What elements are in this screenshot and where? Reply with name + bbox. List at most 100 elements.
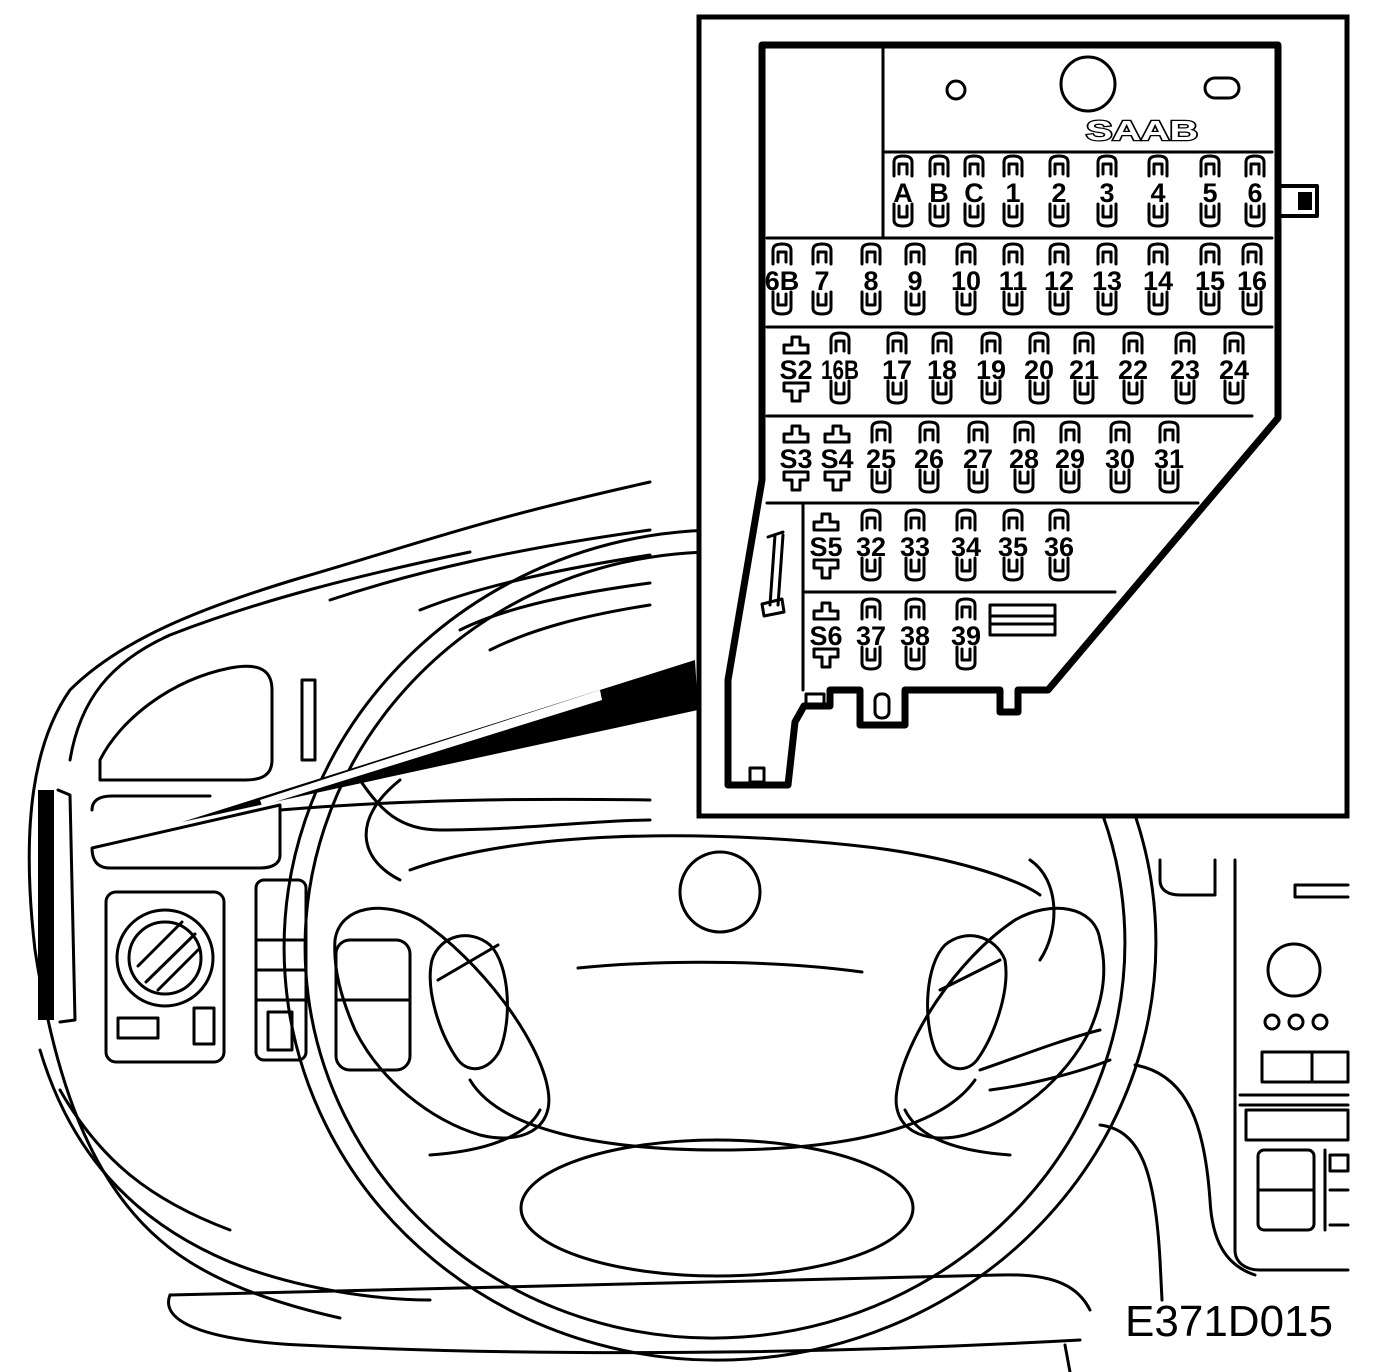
fuse-slot: 37 [856,597,886,671]
fuse-slot: 11 [999,242,1028,316]
fuse-label: 21 [1069,355,1099,385]
fuse-label: 37 [856,621,886,651]
figure-reference: E371D015 [1125,1297,1333,1346]
fuse-label: 22 [1118,355,1148,385]
fuse-label: B [929,178,949,208]
fuse-box: SAAB [724,41,1319,789]
fuse-label: 6 [1247,178,1262,208]
fuse-slot: 18 [927,331,957,405]
fuse-slot: 26 [914,420,944,494]
fuse-slot: B [928,154,950,228]
fuse-label: 39 [951,621,981,651]
fuse-label: 29 [1055,444,1085,474]
fuse-slot: 15 [1195,242,1225,316]
fuse-slot: 31 [1154,420,1184,494]
fuse-label: 34 [951,532,981,562]
fuse-label: 14 [1143,266,1173,296]
fuse-label: A [893,178,913,208]
fuse-slot: 27 [963,420,993,494]
fuse-slot: 13 [1092,242,1122,316]
fuse-label: 3 [1099,178,1114,208]
fuse-label: 27 [963,444,993,474]
fuse-slot: 34 [951,508,981,582]
fuse-slot: 2 [1048,154,1070,228]
fuse-label: 20 [1024,355,1054,385]
fuse-slot: 6B [765,242,800,316]
fuse-slot: 36 [1044,508,1074,582]
breaker-label: S3 [779,444,812,474]
fuse-slot: 19 [976,331,1006,405]
fuse-slot: 7 [811,242,833,316]
fuse-slot: 21 [1069,331,1099,405]
fuse-label: 32 [856,532,886,562]
fuse-label: 19 [976,355,1006,385]
fuse-label: 9 [907,266,922,296]
fuse-label: 15 [1195,266,1225,296]
fuse-slot: 39 [951,597,981,671]
fuse-label: 16B [821,355,859,385]
fuse-label: 38 [900,621,930,651]
fuse-slot: 3 [1096,154,1118,228]
callout-pointer [182,660,698,822]
fuse-slot: 30 [1105,420,1135,494]
fuse-slot: 33 [900,508,930,582]
fuse-slot: 32 [856,508,886,582]
breaker-label: S6 [809,621,842,651]
fuse-label: 30 [1105,444,1135,474]
fuse-slot: 23 [1170,331,1200,405]
circuit-breaker: S3 [779,424,813,492]
fuse-label: 23 [1170,355,1200,385]
fuse-slot: 38 [900,597,930,671]
fuse-label: 17 [882,355,912,385]
fuse-label: 31 [1154,444,1184,474]
breaker-label: S5 [809,532,842,562]
fuse-slot: 16 [1237,242,1267,316]
fuse-label: 2 [1051,178,1066,208]
dashboard-drawing [27,480,1350,1372]
fuse-slot: 4 [1147,154,1169,228]
fuse-label: 16 [1237,266,1267,296]
fuse-slot: 16B [821,331,859,405]
fuse-slot: 14 [1143,242,1173,316]
fuse-label: 13 [1092,266,1122,296]
fuse-label: 28 [1009,444,1039,474]
fuse-slot: 5 [1199,154,1221,228]
breaker-label: S2 [779,355,812,385]
fuse-slot: C [963,154,985,228]
fuse-slot: 6 [1244,154,1266,228]
fuse-label: 33 [900,532,930,562]
fuse-label: 10 [951,266,981,296]
fuse-slot: 9 [904,242,926,316]
fuse-label: 5 [1202,178,1217,208]
fuse-label: 35 [998,532,1028,562]
fuse-label: 6B [765,266,800,296]
fuse-slot: 1 [1002,154,1024,228]
circuit-breaker: S2 [779,335,813,403]
breaker-label: S4 [820,444,853,474]
circuit-breaker: S4 [820,424,854,492]
circuit-breaker: S6 [809,601,843,669]
fuse-label: 11 [999,266,1028,296]
fuse-slot: 8 [860,242,882,316]
fuse-slot: 29 [1055,420,1085,494]
fuse-slot: A [892,154,914,228]
fuse-slot: 20 [1024,331,1054,405]
circuit-breaker: S5 [809,512,843,580]
fuse-slot: 24 [1219,331,1249,405]
fuse-label: 4 [1150,178,1165,208]
fuse-slot: 10 [951,242,981,316]
fuse-label: C [964,178,984,208]
fuse-slot: 22 [1118,331,1148,405]
fuse-label: 12 [1044,266,1074,296]
fuse-slot: 25 [866,420,896,494]
fuse-label: 24 [1219,355,1249,385]
fuse-slot: 17 [882,331,912,405]
fuse-label: 25 [866,444,896,474]
fuse-label: 26 [914,444,944,474]
fuse-label: 18 [927,355,957,385]
fuse-slot: 12 [1044,242,1074,316]
fuse-slot: 35 [998,508,1028,582]
